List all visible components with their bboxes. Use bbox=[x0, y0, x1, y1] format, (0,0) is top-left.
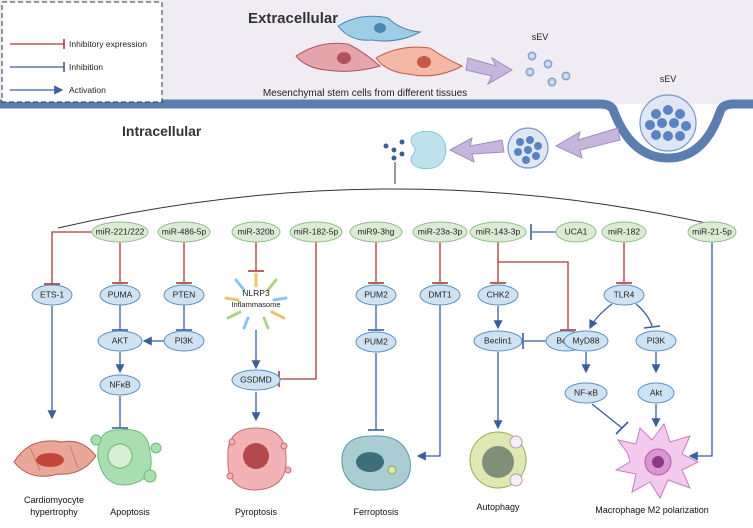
protein-pten: PTEN bbox=[163, 284, 205, 306]
legend-box bbox=[1, 1, 163, 103]
protein-label: Beclin1 bbox=[484, 335, 512, 345]
outcome-cardiomyocyte-line2: hypertrophy bbox=[30, 507, 78, 517]
outcome-macrophage: Macrophage M2 polarization bbox=[595, 505, 709, 515]
protein-label: MyD88 bbox=[573, 335, 600, 345]
protein-gsdmd: GSDMD bbox=[231, 369, 281, 391]
mirna-miR-182: miR-182 bbox=[601, 221, 647, 243]
mirna-label: miR-21-5p bbox=[692, 226, 732, 236]
sev-label-small: sEV bbox=[532, 32, 549, 42]
mirna-label: miR-486-5p bbox=[162, 226, 207, 236]
outcome-apoptosis: Apoptosis bbox=[110, 507, 150, 517]
macrophage-cell-icon bbox=[614, 422, 700, 500]
protein-label: PTEN bbox=[173, 289, 196, 299]
msc-nucleus-icon bbox=[374, 23, 386, 33]
sev-label-large: sEV bbox=[660, 74, 677, 84]
protein-label: PUMA bbox=[108, 289, 133, 299]
mirna-label: miR-182 bbox=[608, 226, 640, 236]
mirna-label: miR-143-3p bbox=[476, 226, 521, 236]
mirna-UCA1: UCA1 bbox=[555, 221, 597, 243]
mirna-miR-143-3p: miR-143-3p bbox=[469, 221, 527, 243]
mirna-miR-23a-3p: miR-23a-3p bbox=[412, 221, 468, 243]
protein-label: ETS-1 bbox=[40, 289, 64, 299]
protein-akt: AKT bbox=[97, 330, 143, 352]
extracellular-title: Extracellular bbox=[248, 10, 338, 27]
outcome-cardiomyocyte-line1: Cardiomyocyte bbox=[24, 495, 84, 505]
mirna-miR-486-5p: miR-486-5p bbox=[157, 221, 211, 243]
protein-label: PUM2 bbox=[364, 336, 388, 346]
protein-nodes: ETS-1 PUMA PTEN AKT PI3K NFκB bbox=[31, 272, 677, 404]
msc-caption: Mesenchymal stem cells from different ti… bbox=[263, 88, 467, 99]
legend-inhibitory-label: Inhibitory expression bbox=[69, 39, 147, 49]
small-sev-icon bbox=[525, 51, 571, 87]
apoptosis-cell-icon bbox=[90, 428, 162, 486]
protein-beclin1: Beclin1 bbox=[473, 330, 523, 352]
uptake-arrow-icon bbox=[554, 127, 621, 159]
protein-label: TLR4 bbox=[614, 289, 635, 299]
opened-vesicle-icon bbox=[410, 130, 447, 170]
mirna-label: miR-23a-3p bbox=[418, 226, 463, 236]
mirna-label: miR9-3hg bbox=[358, 226, 395, 236]
protein-nfkb-2: NF-κB bbox=[564, 382, 608, 404]
distribution-arc bbox=[57, 188, 729, 229]
mirna-miR-320b: miR-320b bbox=[231, 221, 281, 243]
nlrp3-label: NLRP3 bbox=[242, 288, 270, 298]
legend-activation-label: Activation bbox=[69, 85, 106, 95]
protein-label: CHK2 bbox=[487, 289, 510, 299]
protein-label: GSDMD bbox=[240, 374, 272, 384]
legend: Inhibitory expression Inhibition Activat… bbox=[1, 1, 163, 103]
internalized-sev-icon bbox=[507, 127, 549, 169]
inflammasome-label: Inflammasome bbox=[231, 300, 280, 309]
protein-myd88: MyD88 bbox=[563, 330, 609, 352]
pyroptosis-cell-icon bbox=[226, 427, 292, 491]
protein-label: NF-κB bbox=[574, 387, 598, 397]
mirna-miR-182-5p: miR-182-5p bbox=[289, 221, 343, 243]
intracellular-title: Intracellular bbox=[122, 123, 202, 139]
mirna-miR-21-5p: miR-21-5p bbox=[687, 221, 737, 243]
protein-label: PI3K bbox=[175, 335, 194, 345]
outcome-ferroptosis: Ferroptosis bbox=[353, 507, 399, 517]
mirna-label: miR-320b bbox=[238, 226, 275, 236]
protein-chk2: CHK2 bbox=[477, 284, 519, 306]
protein-pum2-a: PUM2 bbox=[355, 284, 397, 306]
protein-dmt1: DMT1 bbox=[419, 284, 461, 306]
nlrp3-inflammasome-icon bbox=[224, 272, 288, 330]
protein-akt-2: Akt bbox=[637, 382, 675, 404]
protein-label: PUM2 bbox=[364, 289, 388, 299]
legend-inhibition-label: Inhibition bbox=[69, 62, 103, 72]
cardiomyocyte-icon bbox=[13, 440, 97, 477]
mirna-miR-221-222: miR-221/222 bbox=[91, 221, 149, 243]
protein-pi3k-2: PI3K bbox=[635, 330, 677, 352]
protein-pi3k: PI3K bbox=[163, 330, 205, 352]
mirna-label: miR-182-5p bbox=[294, 226, 339, 236]
protein-tlr4: TLR4 bbox=[603, 284, 645, 306]
large-sev-icon bbox=[639, 94, 697, 152]
protein-puma: PUMA bbox=[99, 284, 141, 306]
release-cargo-arrow-icon bbox=[448, 137, 505, 163]
mirna-miR9-3hg: miR9-3hg bbox=[349, 221, 403, 243]
msc-cells-illustration bbox=[295, 15, 464, 77]
autophagy-cell-icon bbox=[469, 431, 527, 489]
release-arrow-icon bbox=[465, 56, 513, 86]
protein-label: NFκB bbox=[109, 379, 131, 389]
protein-ets1: ETS-1 bbox=[31, 284, 73, 306]
protein-label: AKT bbox=[112, 335, 129, 345]
protein-label: PI3K bbox=[647, 335, 666, 345]
mirna-label: miR-221/222 bbox=[96, 226, 145, 236]
cell-membrane bbox=[0, 99, 753, 163]
protein-label: Akt bbox=[650, 387, 663, 397]
protein-nfkb: NFκB bbox=[99, 374, 141, 396]
mirna-label: UCA1 bbox=[565, 226, 588, 236]
protein-label: DMT1 bbox=[428, 289, 451, 299]
outcome-pyroptosis: Pyroptosis bbox=[235, 507, 278, 517]
mirna-nodes: miR-221/222 miR-486-5p miR-320b miR-182-… bbox=[91, 221, 737, 243]
ferroptosis-cell-icon bbox=[341, 435, 411, 491]
protein-pum2-b: PUM2 bbox=[355, 331, 397, 353]
outcome-autophagy: Autophagy bbox=[476, 502, 520, 512]
